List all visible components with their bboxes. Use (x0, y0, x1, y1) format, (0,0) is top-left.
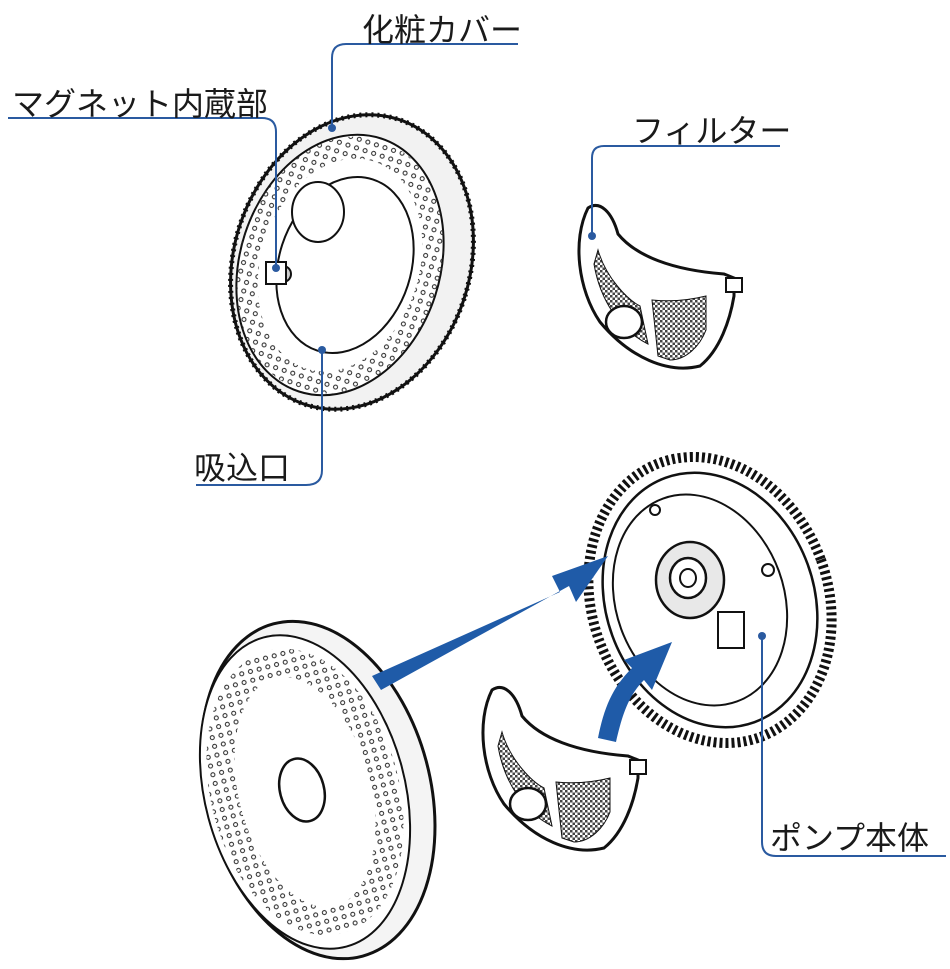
label-pump-body: ポンプ本体 (770, 819, 930, 857)
label-cosmetic-cover: 化粧カバー (362, 11, 523, 49)
cosmetic-cover-part (228, 112, 476, 412)
leader-line-cover (331, 43, 518, 128)
pump-body-part (583, 451, 837, 749)
cover-front-part (198, 619, 437, 961)
label-intake: 吸込口 (194, 449, 291, 487)
label-filter: フィルター (632, 112, 792, 150)
filter-part-bottom (481, 686, 647, 852)
label-magnet-part: マグネット内蔵部 (12, 85, 269, 123)
assembly-arrow-filter (598, 642, 672, 742)
assembly-arrow-cover (372, 556, 608, 690)
leader-line-pump (761, 636, 946, 857)
leader-line-magnet (8, 117, 277, 268)
filter-part-top (577, 204, 743, 370)
leader-line-intake (196, 350, 323, 486)
leader-line-filter (591, 145, 780, 236)
